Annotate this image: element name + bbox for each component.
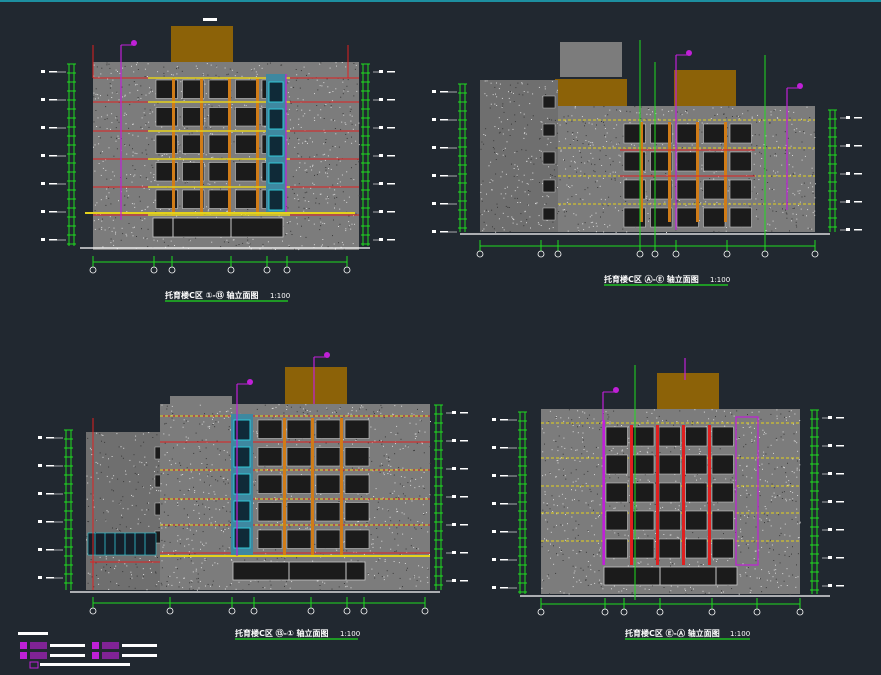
view4-title-block: 托育楼C区 Ⓔ-Ⓐ 轴立面图 1:100: [625, 628, 750, 640]
view4-title: 托育楼C区 Ⓔ-Ⓐ 轴立面图: [625, 628, 720, 638]
elevation-view-3[interactable]: [38, 352, 468, 615]
view1-scale: 1:100: [270, 292, 290, 300]
view3-scale: 1:100: [340, 630, 360, 638]
view1-title: 托育楼C区 ①-⑬ 轴立面图: [165, 290, 259, 300]
elevation-view-2[interactable]: [432, 40, 862, 258]
elevation-view-4[interactable]: [492, 358, 844, 616]
material-legend: [18, 632, 157, 669]
view2-title-block: 托育楼C区 Ⓐ-Ⓔ 轴立面图 1:100: [604, 274, 730, 286]
elevation-view-1[interactable]: [41, 18, 395, 274]
view1-title-block: 托育楼C区 ①-⑬ 轴立面图 1:100: [165, 290, 290, 302]
view3-title: 托育楼C区 ⑬-① 轴立面图: [235, 628, 329, 638]
view2-title: 托育楼C区 Ⓐ-Ⓔ 轴立面图: [604, 274, 699, 284]
view3-title-block: 托育楼C区 ⑬-① 轴立面图 1:100: [235, 628, 360, 640]
view2-scale: 1:100: [710, 276, 730, 284]
window-top-border: [0, 0, 881, 2]
view4-scale: 1:100: [730, 630, 750, 638]
